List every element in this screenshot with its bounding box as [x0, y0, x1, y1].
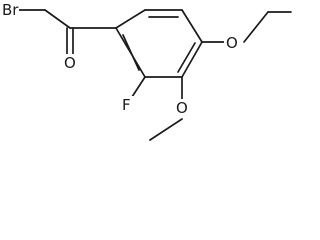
structure-canvas: Br O F O O	[1, 0, 292, 141]
ring-bond-4-inner	[177, 42, 196, 73]
ring-bond-6-inner	[122, 34, 140, 71]
bond-ethoxy-o-ch2	[243, 11, 269, 43]
bond-methoxy-o-ch3	[149, 118, 183, 141]
methoxy-oxygen-label-mask	[174, 99, 192, 117]
bond-ch2-carbonyl	[44, 9, 71, 29]
ring-bond-1	[115, 9, 146, 29]
fluorine-label: F	[122, 96, 131, 114]
ethoxy-oxygen-label-mask	[224, 34, 242, 52]
ring-bond-4	[181, 41, 203, 78]
carbonyl-oxygen-label-mask	[62, 54, 78, 72]
fluorine-label-mask	[121, 96, 137, 114]
ethoxy-oxygen-label: O	[226, 34, 238, 52]
ring-bond-3	[181, 9, 203, 43]
molecule-structure: Br O F O O	[1, 0, 292, 141]
bromine-label-mask	[1, 0, 19, 20]
carbonyl-oxygen-label: O	[64, 54, 76, 72]
bromine-label: Br	[2, 1, 19, 19]
methoxy-oxygen-label: O	[176, 99, 188, 117]
